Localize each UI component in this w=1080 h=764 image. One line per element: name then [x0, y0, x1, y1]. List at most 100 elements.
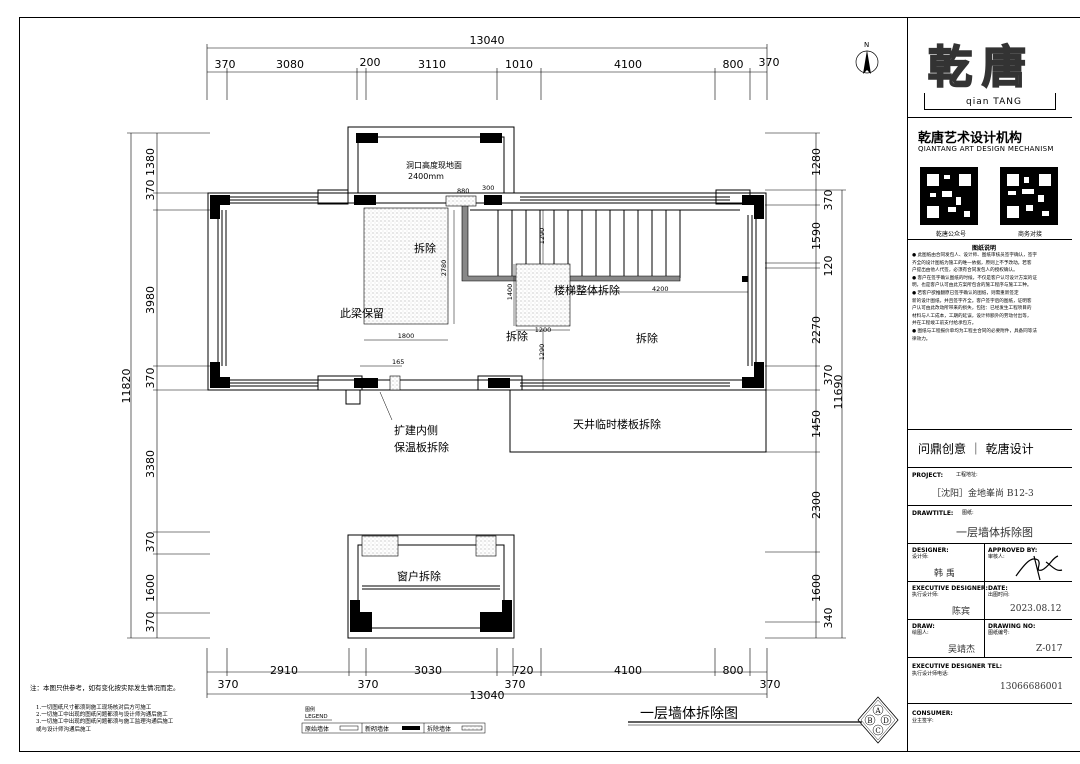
demolish-label: 拆除 — [506, 329, 528, 343]
logo-frame — [924, 93, 1056, 110]
company-name-en: QIANTANG ART DESIGN MECHANISM — [918, 145, 1054, 153]
left-dim: 3980 — [144, 286, 157, 314]
bottom-dim: 2910 — [270, 664, 298, 677]
top-dim: 3110 — [418, 58, 446, 71]
qr-label: 商务对接 — [1018, 231, 1043, 238]
dim-1290: 1290 — [538, 344, 546, 361]
opening-note: 洞口高度现地面 — [406, 160, 462, 170]
legend-demolish: 拆除墙体 — [427, 725, 451, 733]
note-line: 户认可由此改动所带来的损失，包括：已经发生工程项目的 — [912, 306, 1032, 312]
note-item: 2.一切施工中出现的图纸问题都须与设计师沟通后施工 — [36, 710, 168, 718]
notes-box: 图纸说明 ● 此图纸由合同发包人、设计师、图纸审核员签字确认，签字 齐全的设计图… — [908, 239, 1072, 429]
right-dim: 1590 — [810, 222, 823, 250]
right-dim: 2300 — [810, 491, 823, 519]
top-dim: 3080 — [276, 58, 304, 71]
qr-label: 乾唐公众号 — [936, 231, 967, 238]
left-dim: 1600 — [144, 574, 157, 602]
left-total-dim: 11820 — [120, 369, 133, 404]
top-dim: 370 — [759, 56, 780, 69]
window-demolish-label: 窗户拆除 — [397, 569, 441, 583]
tel-label: EXECUTIVE DESIGNER TEL: — [912, 663, 1003, 670]
walls — [207, 126, 767, 639]
note-line: ● 图纸与工程报价单均为工程主合同的必要附件，具备同等法 — [912, 328, 1037, 334]
dim-1200: 1200 — [535, 326, 552, 334]
drawno-value: Z-017 — [1036, 644, 1063, 654]
bottom-dim: 370 — [760, 678, 781, 691]
exec-label: EXECUTIVE DESIGNER: — [912, 585, 988, 592]
qr-code-icon — [920, 167, 978, 225]
signature-icon — [1015, 555, 1063, 581]
drawing-title: 一层墙体拆除图 — [628, 706, 862, 726]
draw-value: 吴靖杰 — [948, 645, 976, 655]
right-dim: 1450 — [810, 410, 823, 438]
draw-sub: 绘图人: — [912, 630, 929, 636]
company-name: 乾唐艺术设计机构 — [918, 131, 1023, 146]
drawtitle-sub: 图纸: — [962, 510, 974, 516]
top-dim: 1010 — [505, 58, 533, 71]
insulation-label: 保温板拆除 — [394, 440, 449, 454]
consumer-sub: 业主签字: — [912, 718, 934, 724]
dim-4200: 4200 — [652, 285, 669, 293]
slogan: 问鼎创意 ｜ 乾唐设计 — [918, 442, 1034, 456]
tel-value: 13066686001 — [1000, 682, 1063, 692]
top-dim: 800 — [723, 58, 744, 71]
opening-note: 2400mm — [408, 172, 444, 181]
left-dim: 3380 — [144, 450, 157, 478]
right-dim: 370 — [822, 190, 835, 211]
bottom-total-dim: 13040 — [470, 689, 505, 702]
left-dim: 370 — [144, 180, 157, 201]
compass-letter: A — [874, 707, 881, 715]
date-value: 2023.08.12 — [1010, 604, 1062, 614]
note-line: ● 若客户欲推翻原已签字确认的图纸，则需重新签定 — [912, 290, 1019, 296]
bottom-dim: 4100 — [614, 664, 642, 677]
date-label: DATE: — [988, 585, 1008, 592]
note-line: 新的设计图纸，并且签字齐全。客户签字后的图纸，证明客 — [912, 298, 1032, 304]
top-dimensions — [206, 44, 768, 100]
bottom-dim: 720 — [513, 664, 534, 677]
legend-title: 图例 — [305, 706, 315, 713]
dim-300: 300 — [482, 184, 494, 192]
note-item: 1.一切图纸尺寸都须到施工现场核对后方可施工 — [36, 703, 152, 711]
left-dim: 370 — [144, 368, 157, 389]
approved-label: APPROVED BY: — [988, 547, 1038, 554]
top-total-dim: 13040 — [470, 34, 505, 47]
drawtitle-value: 一层墙体拆除图 — [956, 526, 1033, 539]
project-value: ［沈阳］金地峯尚 B12-3 — [932, 489, 1034, 499]
notes-list: ● 此图纸由合同发包人、设计师、图纸审核员签字确认，签字 齐全的设计图纸为施工的… — [912, 252, 1068, 343]
inner-dimension-lines — [360, 192, 748, 421]
section-compass-icon: A B C D — [857, 696, 899, 744]
right-dim: 120 — [822, 256, 835, 277]
dim-1400: 1400 — [506, 284, 514, 301]
plan-labels: 洞口高度现地面 2400mm 拆除 此梁保留 楼梯整体拆除 拆除 拆除 扩建内侧… — [340, 160, 661, 583]
legend-original: 原始墙体 — [305, 725, 329, 733]
project-sub: 工程地址: — [956, 472, 978, 478]
left-dim: 370 — [144, 612, 157, 633]
dim-2780: 2780 — [440, 260, 448, 277]
north-arrow-icon: N — [855, 41, 879, 74]
logo-subtext: qian TANG — [966, 97, 1022, 107]
dim-165: 165 — [392, 358, 404, 366]
project-label: PROJECT: — [912, 472, 944, 479]
right-total-dim: 11690 — [832, 375, 845, 410]
title-block: 乾唐 qian TANG 乾唐艺术设计机构 QIANTANG ART DESIG… — [907, 17, 1072, 752]
beam-keep-label: 此梁保留 — [340, 306, 384, 320]
dim-880: 880 — [457, 187, 469, 195]
note-item: 3.一切施工中出现的图纸问题都须与施工监理沟通后施工 — [36, 717, 174, 725]
consumer-label: CONSUMER: — [912, 710, 953, 717]
note-line: 户提出由他人代签，必须有合同发包人的授权确认。 — [912, 268, 1018, 274]
legend: 图例 LEGEND 原始墙体 新砌墙体 拆除墙体 — [301, 706, 486, 734]
logo-text: 乾唐 — [927, 41, 1036, 94]
inner-dimensions: 880 300 2780 1800 1290 1400 4200 1200 12… — [392, 184, 669, 366]
note-line: 律效力。 — [912, 336, 931, 342]
tel-sub: 执行设计师电话: — [912, 671, 949, 677]
approved-sub: 审核人: — [988, 554, 1005, 560]
exec-sub: 执行设计师: — [912, 592, 939, 598]
left-dim: 1380 — [144, 148, 157, 176]
designer-sub: 设计师: — [912, 554, 929, 560]
right-dim: 1280 — [810, 148, 823, 176]
legend-title-en: LEGEND — [305, 714, 328, 720]
demolish-label: 拆除 — [414, 241, 436, 255]
designer-label: DESIGNER: — [912, 547, 949, 554]
drawno-label: DRAWING NO: — [988, 623, 1036, 630]
